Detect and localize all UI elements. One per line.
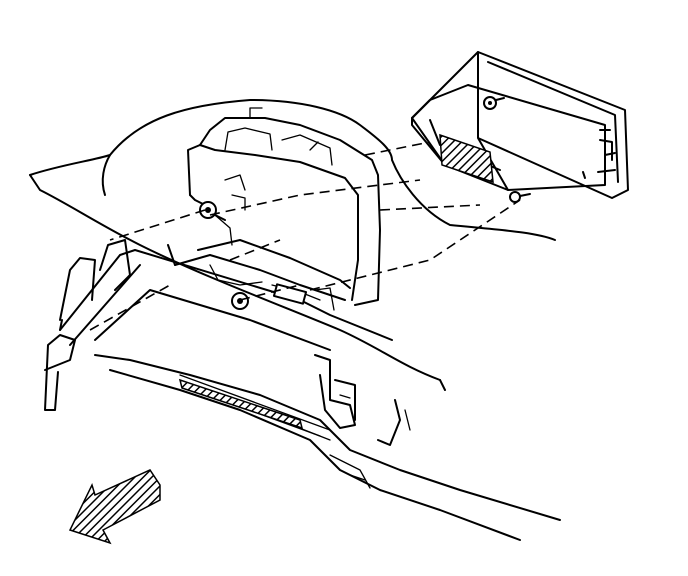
radio-mounting-bracket xyxy=(167,107,381,311)
left-support-bracket xyxy=(44,239,249,411)
instrument-panel-pad xyxy=(29,99,556,391)
lower-mount xyxy=(314,354,411,446)
cross-car-beam xyxy=(59,249,561,541)
front-direction-arrow xyxy=(68,469,161,545)
radio-module xyxy=(411,51,629,203)
assembly-guide-lines xyxy=(89,139,521,331)
